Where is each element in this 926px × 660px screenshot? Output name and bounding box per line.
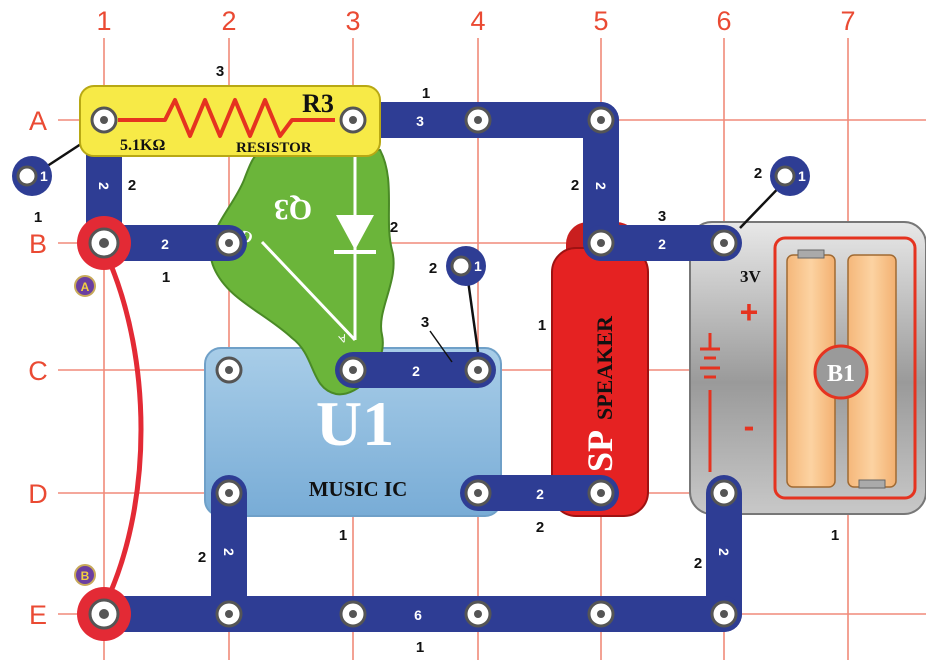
column-label-7: 7 [840,6,855,36]
strip-b-right-number: 2 [658,236,666,252]
svg-text:A: A [81,280,90,294]
level-label-wire-leader [429,330,453,363]
jumper-terminal-b[interactable] [77,216,131,270]
level-label-speaker: 1 [538,317,546,334]
svg-text:B: B [81,569,90,583]
level-label-b-left: 1 [162,269,170,286]
battery-minus-sign: - [744,408,755,444]
level-label-d-right: 2 [536,519,544,536]
level-label-col5-top: 2 [571,177,579,194]
strip-col1-number: 2 [96,182,112,190]
row-label-c: C [28,356,48,386]
red-jumper-wire[interactable] [105,257,144,600]
level-label-left-single: 1 [34,209,42,226]
row-label-d: D [28,479,48,509]
level-label-a-top: 1 [422,85,430,102]
battery-plus-sign: + [740,294,759,330]
single-snap-left-number: 1 [40,168,48,184]
terminal-badge-b: B [74,564,96,586]
speaker-prefix: SP [580,430,620,472]
resistor-name: R3 [302,89,334,118]
strip-c-mid-number: 2 [412,363,420,379]
snap-connectors [16,106,796,628]
battery-label-circle [813,344,869,400]
level-label-col6-low: 2 [694,555,702,572]
level-label-single-right: 2 [754,165,762,182]
row-label-a: A [29,106,47,136]
column-label-2: 2 [221,6,236,36]
level-label-e-strip: 1 [416,639,424,656]
column-label-5: 5 [593,6,608,36]
music-ic-u1[interactable]: U1 MUSIC IC [204,347,502,517]
resistor-label: RESISTOR [236,140,312,156]
level-label-u1: 1 [339,527,347,544]
level-label-resistor: 3 [216,63,224,80]
single-snap-mid-number: 1 [474,258,482,274]
resistor-value: 5.1KΩ [120,137,165,154]
strip-col5-number: 2 [593,182,609,190]
level-label-col2-low: 2 [198,549,206,566]
level-label-wire: 3 [421,314,429,331]
snap-strips [86,102,742,632]
transistor-pin-a: A [336,331,348,345]
row-label-e: E [29,600,47,630]
level-label-b-right: 3 [658,208,666,225]
row-label-b: B [29,229,47,259]
column-label-1: 1 [96,6,111,36]
battery-holder-b1[interactable]: 3V + - B1 [689,221,926,515]
level-label-single-mid: 2 [429,260,437,277]
strip-b-left-number: 2 [161,236,169,252]
battery-voltage: 3V [740,267,762,286]
music-ic-name: U1 [316,388,394,459]
speaker-sp[interactable]: SP SPEAKER [551,222,649,517]
jumper-terminal-e[interactable] [77,587,131,641]
column-label-4: 4 [470,6,485,36]
single-snap-right-number: 1 [798,168,806,184]
resistor-r3[interactable]: R3 5.1KΩ RESISTOR [79,85,381,157]
strip-col2-number: 2 [221,548,237,556]
diode-symbol-icon [336,215,374,250]
level-label-col1-top: 2 [128,177,136,194]
music-ic-label: MUSIC IC [309,477,408,501]
level-label-q3: 2 [390,219,398,236]
level-label-battery: 1 [831,527,839,544]
speaker-label: SPEAKER [592,315,617,420]
column-label-6: 6 [716,6,731,36]
strip-e-bottom-number: 6 [414,607,422,623]
strip-a-top-number: 3 [416,113,424,129]
transistor-name: Q3 [274,193,312,226]
strip-col6-number: 2 [716,548,732,556]
strip-d-right-number: 2 [536,486,544,502]
terminal-badge-a: A [74,275,96,297]
column-label-3: 3 [345,6,360,36]
battery-name: B1 [827,361,855,387]
